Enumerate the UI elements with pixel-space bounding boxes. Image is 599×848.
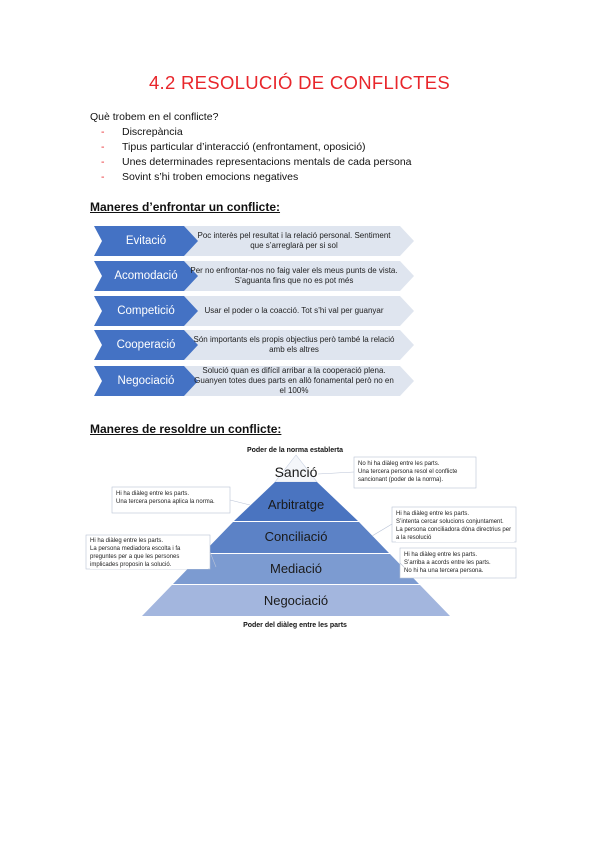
dash-icon: - [101,141,105,153]
pyramid-label-arbitratge: Arbitratge [267,497,325,512]
chevron-row-competicio: Competició Usar el poder o la coacció. T… [94,296,414,326]
pyramid-label-negociacio: Negociació [263,593,329,608]
chevron-description: Usar el poder o la coacció. Tot s’hi val… [204,306,384,315]
page-title: 4.2 RESOLUCIÓ DE CONFLICTES [148,72,451,93]
connector-conciliacio [371,523,393,537]
chevron-label: Acomodació [114,270,178,282]
note-conciliacio: Hi ha diàleg entre les parts. S’intenta … [396,510,514,542]
pyramid-level-mediacio [173,554,419,584]
connector-mediacio [209,551,217,568]
pyramid-top-label: Poder de la norma establerta [246,447,344,454]
chevron-label-shape [94,226,198,256]
chevron-row-acomodacio: Acomodació Per no enfrontar-nos no faig … [94,261,414,291]
connector-sancio [317,471,355,475]
chevron-label: Competició [117,305,175,317]
dash-icon: - [101,156,105,168]
chevron-label: Negociació [117,375,175,387]
chevron-label: Cooperació [116,339,176,351]
pyramid-label-conciliacio: Conciliació [264,529,328,544]
chevron-label-shape [94,330,198,360]
note-mediacio: Hi ha diàleg entre les parts. La persona… [90,537,208,569]
pyramid-level-conciliacio [203,522,389,553]
chevron-row-evitacio: Evitació Poc interès pel resultat i la r… [94,226,414,256]
list-item: -Unes determinades representacions menta… [101,156,412,168]
chevron-description: Per no enfrontar-nos no faig valer els m… [190,266,398,285]
chevron-label-shape [94,261,198,291]
chevron-row-negociacio: Negociació Solució quan es difícil arrib… [94,366,414,396]
dash-icon: - [101,126,105,138]
pyramid-bottom-label: Poder del diàleg entre les parts [243,622,347,629]
chevron-label-shape [94,366,198,396]
chevron-row-cooperacio: Cooperació Són importants els propis obj… [94,330,414,360]
note-negociacio: Hi ha diàleg entre les parts. S’arriba a… [404,551,514,575]
chevron-description: Solució quan es difícil arribar a la coo… [194,366,394,395]
chevron-description: Són importants els propis objectius però… [193,335,395,354]
chevron-desc-shape [164,330,414,360]
chevron-description: Poc interès pel resultat i la relació pe… [197,231,391,250]
pyramid-label-mediacio: Mediació [269,561,323,576]
chevron-label: Evitació [125,235,167,247]
section-heading-resoldre: Maneres de resoldre un conflicte: [90,422,282,436]
chevron-desc-shape [164,226,414,256]
pyramid-level-negociacio [142,585,450,616]
chevron-label-shape [94,296,198,326]
chevron-desc-shape [164,261,414,291]
chevron-desc-shape [164,366,414,396]
dash-icon: - [101,171,105,183]
intro-question: Què trobem en el conflicte? [90,111,219,123]
list-item: -Sovint s’hi troben emocions negatives [101,171,299,183]
note-arbitratge: Hi ha diàleg entre les parts. Una tercer… [116,490,226,506]
conflict-bullet-list: -Discrepància -Tipus particular d’intera… [101,125,412,185]
list-item: -Discrepància [101,126,183,138]
pyramid-level-arbitratge [234,482,358,521]
pyramid-label-sancio: Sanció [274,464,318,480]
list-item: -Tipus particular d’interacció (enfronta… [101,141,366,153]
note-sancio: No hi ha diàleg entre les parts. Una ter… [358,460,474,484]
chevron-desc-shape [164,296,414,326]
connector-arbitratge [229,499,251,506]
section-heading-enfrontar: Maneres d’enfrontar un conflicte: [90,200,281,214]
